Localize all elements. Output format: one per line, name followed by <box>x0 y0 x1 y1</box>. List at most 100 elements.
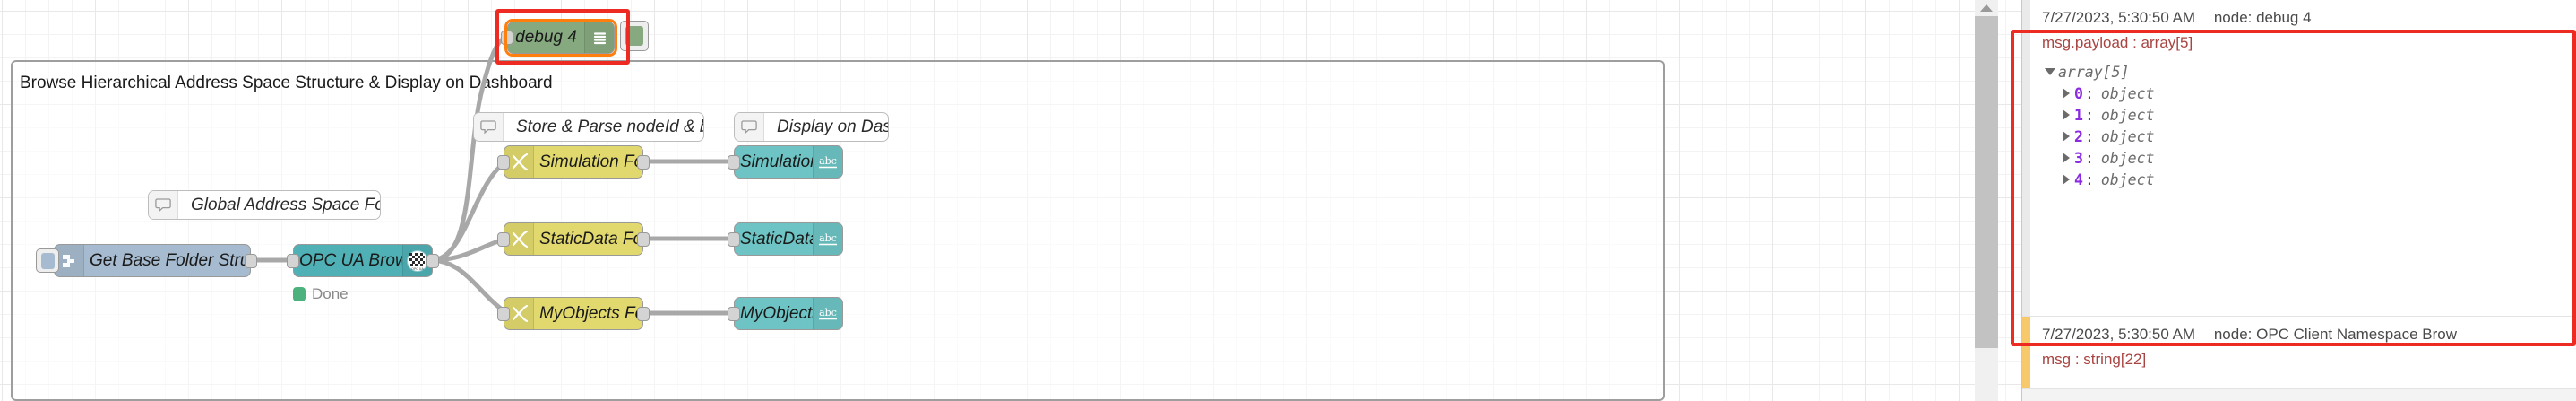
node-label: StaticData <box>740 229 813 248</box>
debug-object-tree[interactable]: array[5] 0 : object 1 : object 2 <box>2042 61 2563 190</box>
caret-right-icon[interactable] <box>2058 109 2074 120</box>
tree-item-key: 3 <box>2074 149 2083 167</box>
tree-item-key: 1 <box>2074 106 2083 124</box>
debug-message-entry[interactable]: 7/27/2023, 5:30:50 AM node: OPC Client N… <box>2022 317 2576 389</box>
tree-item-value: object <box>2100 149 2155 167</box>
node-status-done: Done <box>293 285 349 303</box>
debug-node-toggle-button[interactable] <box>620 21 649 51</box>
caret-right-icon[interactable] <box>2058 88 2074 99</box>
node-debug-4[interactable]: debug 4 <box>501 22 615 54</box>
node-input-port[interactable] <box>497 306 510 321</box>
node-label: MyObjects Folder <box>539 303 642 323</box>
tree-item-row[interactable]: 1 : object <box>2042 104 2563 126</box>
node-template-simulation[interactable]: Simulation abc <box>728 145 843 179</box>
tree-item-row[interactable]: 2 : object <box>2042 126 2563 147</box>
node-output-port[interactable] <box>637 154 650 170</box>
debug-source-node: node: debug 4 <box>2213 9 2312 26</box>
node-label: Get Base Folder Structure ¹ <box>90 250 250 270</box>
flow-group-title: Browse Hierarchical Address Space Struct… <box>20 74 553 92</box>
node-input-port[interactable] <box>497 231 510 247</box>
node-input-port[interactable] <box>501 31 513 45</box>
node-opc-ua-browser[interactable]: OPC UA Browser OPC UA <box>287 244 439 277</box>
scrollbar-thumb[interactable] <box>1975 16 1998 348</box>
node-label: debug 4 <box>515 28 577 47</box>
debug-sidebar-panel[interactable]: 7/27/2023, 5:30:50 AM node: debug 4 msg.… <box>2021 0 2576 401</box>
node-input-port[interactable] <box>728 231 740 247</box>
status-text: Done <box>312 285 349 302</box>
inject-trigger-button[interactable] <box>36 248 59 273</box>
abc-text-icon: abc <box>813 146 842 178</box>
node-function-myobjects-folder[interactable]: MyObjects Folder <box>497 297 650 330</box>
node-function-staticdata-folder[interactable]: StaticData Folder <box>497 222 650 256</box>
debug-source-node: node: OPC Client Namespace Brow <box>2213 326 2458 343</box>
node-label: OPC UA Browser <box>299 250 402 270</box>
node-template-myobjects[interactable]: MyObjects abc <box>728 297 843 330</box>
message-accent-bar <box>2022 0 2030 316</box>
node-inject-get-base-folder-structure[interactable]: Get Base Folder Structure ¹ <box>54 244 257 277</box>
svg-text:OPC UA: OPC UA <box>411 267 424 271</box>
flow-canvas[interactable]: Browse Hierarchical Address Space Struct… <box>0 0 2021 401</box>
node-comment-global-address-space[interactable]: Global Address Space Folder Browse <box>148 190 381 220</box>
debug-message-header: 7/27/2023, 5:30:50 AM node: debug 4 <box>2042 9 2563 27</box>
node-output-port[interactable] <box>637 306 650 321</box>
debug-timestamp: 7/27/2023, 5:30:50 AM <box>2042 326 2196 343</box>
debug-message-property: msg.payload : array[5] <box>2042 34 2193 51</box>
abc-text-icon: abc <box>813 223 842 255</box>
scroll-up-arrow-icon[interactable] <box>1975 0 1998 16</box>
abc-text-icon: abc <box>813 298 842 329</box>
tree-item-key: 4 <box>2074 170 2083 188</box>
debug-message-property: msg : string[22] <box>2042 351 2147 368</box>
node-input-port[interactable] <box>287 253 299 268</box>
message-accent-bar <box>2022 317 2030 388</box>
tree-item-row[interactable]: 0 : object <box>2042 83 2563 104</box>
node-comment-store-parse[interactable]: Store & Parse nodeId & browseName <box>473 112 704 142</box>
vertical-scrollbar[interactable] <box>1975 0 1998 401</box>
debug-timestamp: 7/27/2023, 5:30:50 AM <box>2042 9 2196 26</box>
speech-bubble-icon <box>149 191 178 219</box>
node-label: MyObjects <box>740 303 813 323</box>
node-input-port[interactable] <box>497 154 510 170</box>
node-comment-display-dashboard[interactable]: Display on Dashboard <box>734 112 889 142</box>
node-label: Simulation <box>740 152 813 171</box>
function-fx-icon <box>504 298 534 329</box>
tree-item-value: object <box>2100 127 2155 145</box>
node-label: Simulation Folder <box>539 152 642 171</box>
caret-down-icon[interactable] <box>2042 68 2058 75</box>
svg-text:abc: abc <box>819 307 837 318</box>
status-indicator-dot <box>293 287 306 301</box>
debug-message-entry[interactable]: 7/27/2023, 5:30:50 AM node: debug 4 msg.… <box>2022 0 2576 317</box>
tree-item-colon: : <box>2084 149 2094 167</box>
node-output-port[interactable] <box>426 253 439 268</box>
tree-item-value: object <box>2100 84 2155 102</box>
tree-item-key: 0 <box>2074 84 2083 102</box>
caret-right-icon[interactable] <box>2058 153 2074 163</box>
node-output-port[interactable] <box>637 231 650 247</box>
debug-toggle-indicator <box>625 26 643 46</box>
tree-item-value: object <box>2100 170 2155 188</box>
tree-item-row[interactable]: 4 : object <box>2042 169 2563 190</box>
tree-item-key: 2 <box>2074 127 2083 145</box>
node-input-port[interactable] <box>728 306 740 321</box>
svg-text:abc: abc <box>819 232 837 244</box>
tree-item-colon: : <box>2084 84 2094 102</box>
inject-trigger-indicator <box>41 253 55 269</box>
speech-bubble-icon <box>474 113 504 141</box>
node-label: Store & Parse nodeId & browseName <box>516 117 703 136</box>
node-function-simulation-folder[interactable]: Simulation Folder <box>497 145 650 179</box>
tree-root-label: array[5] <box>2058 63 2130 81</box>
speech-bubble-icon <box>735 113 764 141</box>
tree-item-row[interactable]: 3 : object <box>2042 147 2563 169</box>
node-output-port[interactable] <box>245 253 257 268</box>
tree-item-colon: : <box>2084 170 2094 188</box>
tree-item-colon: : <box>2084 106 2094 124</box>
tree-root-row[interactable]: array[5] <box>2042 61 2563 83</box>
node-template-staticdata[interactable]: StaticData abc <box>728 222 843 256</box>
caret-right-icon[interactable] <box>2058 131 2074 142</box>
node-label: StaticData Folder <box>539 229 642 248</box>
node-input-port[interactable] <box>728 154 740 170</box>
caret-right-icon[interactable] <box>2058 174 2074 185</box>
svg-text:abc: abc <box>819 155 837 167</box>
inject-arrow-icon <box>55 245 84 276</box>
hamburger-lines-icon <box>584 22 614 53</box>
